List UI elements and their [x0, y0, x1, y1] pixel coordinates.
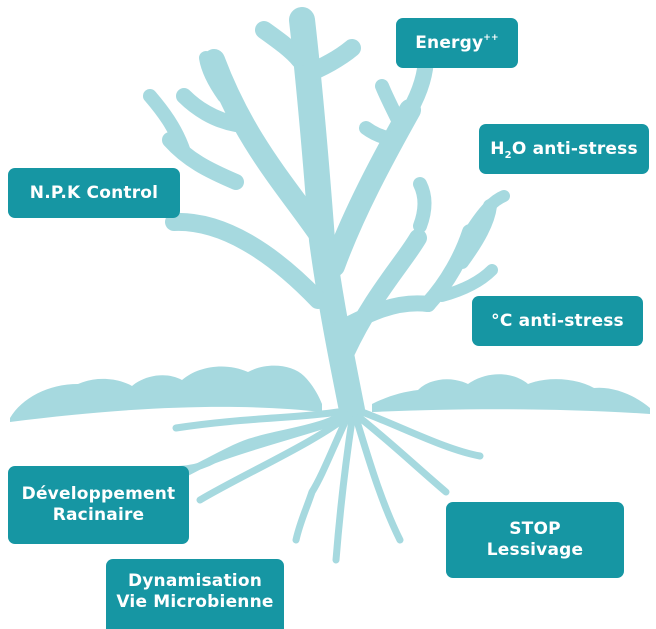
roots-line1: Développement: [21, 484, 176, 504]
temperature-anti-stress-label: °C anti-stress: [472, 296, 643, 346]
tree-roots: [138, 406, 484, 564]
temperature-text: °C anti-stress: [491, 310, 624, 331]
tree-trunk-and-branches: [143, 7, 510, 423]
root-development-label: Développement Racinaire: [8, 466, 189, 544]
ground-soil: [10, 365, 650, 422]
energy-text: Energy++: [415, 32, 499, 53]
stop-leaching-label: STOP Lessivage: [446, 502, 624, 578]
stop-line1: STOP: [509, 519, 561, 539]
npk-text: N.P.K Control: [29, 182, 159, 203]
stop-line2: Lessivage: [486, 540, 584, 560]
microbial-line2: Vie Microbienne: [116, 592, 274, 612]
npk-control-label: N.P.K Control: [8, 168, 180, 218]
h2o-anti-stress-label: H2O anti-stress: [479, 124, 649, 174]
h2o-text: H2O anti-stress: [490, 138, 638, 161]
microbial-life-label: Dynamisation Vie Microbienne: [106, 559, 284, 629]
energy-label: Energy++: [396, 18, 518, 68]
roots-line2: Racinaire: [52, 505, 145, 525]
microbial-line1: Dynamisation: [127, 571, 263, 591]
